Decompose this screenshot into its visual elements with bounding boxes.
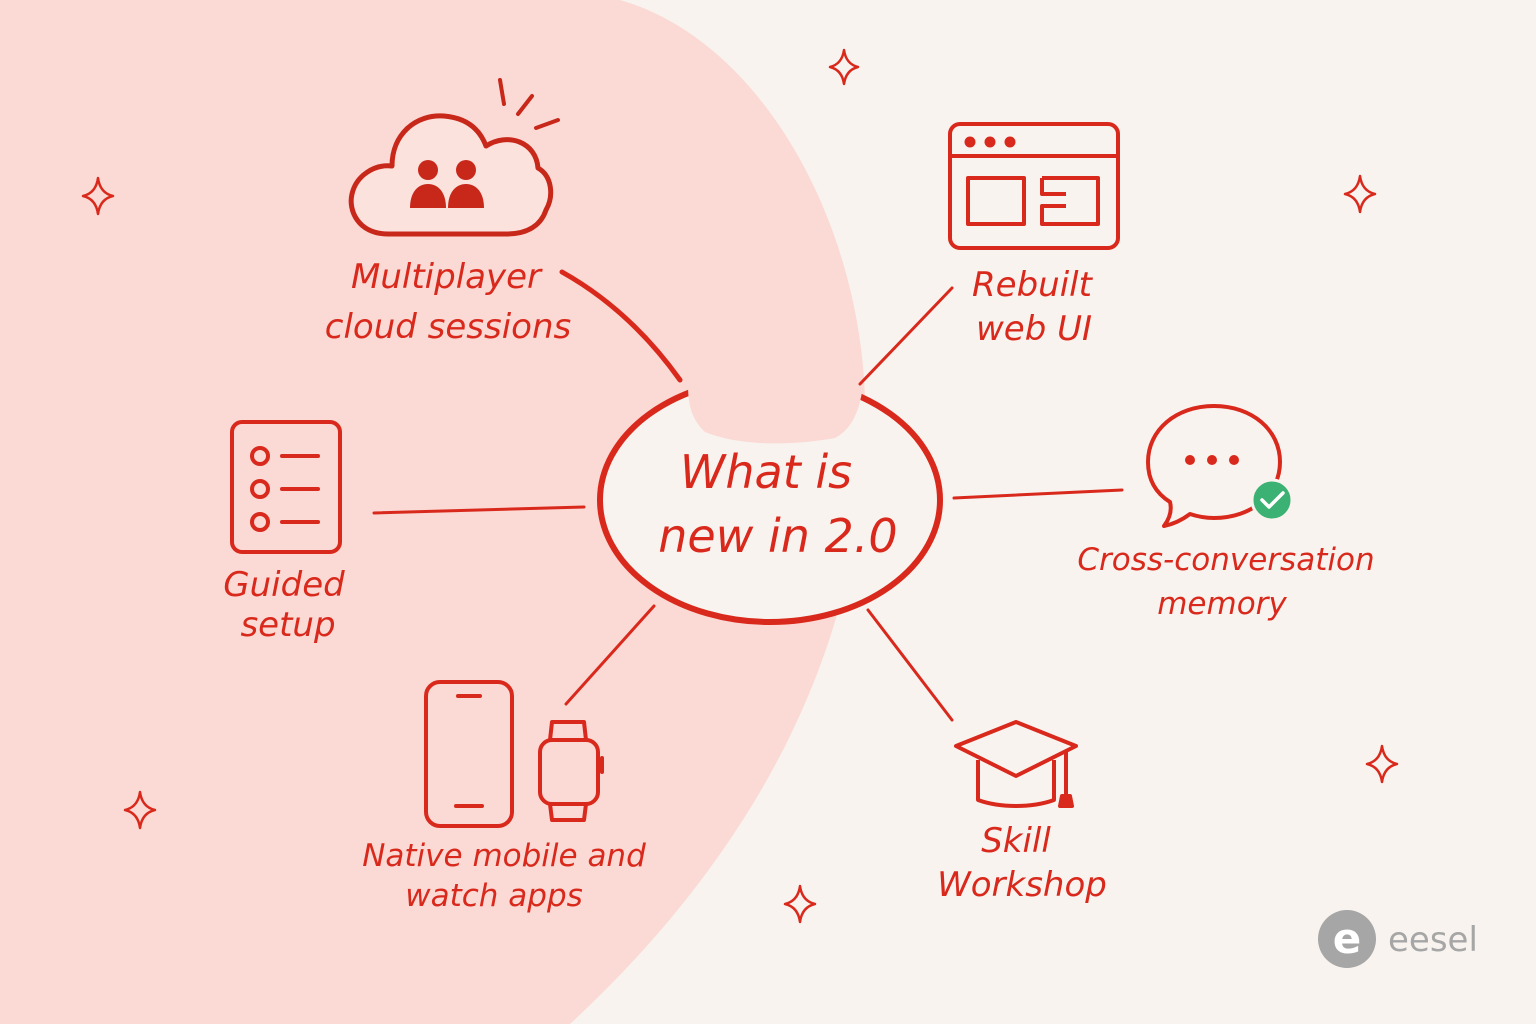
- phone-watch-icon: [424, 680, 604, 828]
- node-skill: Skill Workshop: [937, 720, 1107, 905]
- node-mobile: Native mobile and watch apps: [362, 680, 646, 914]
- sparkle-icon: [81, 176, 115, 216]
- label-skill-line2: Workshop: [937, 865, 1107, 905]
- node-multiplayer: Multiplayer cloud sessions: [325, 78, 571, 347]
- browser-window-icon: [948, 122, 1120, 250]
- label-mobile-line2: watch apps: [405, 878, 583, 914]
- sparkle-icon: [828, 48, 860, 86]
- sparkle-icon: [1343, 174, 1377, 214]
- connector-web-ui: [858, 286, 954, 386]
- label-web-ui-line2: web UI: [976, 309, 1092, 349]
- sparkle-decorations: [81, 48, 1399, 924]
- label-multiplayer-line2: cloud sessions: [325, 307, 571, 347]
- center-ellipse-shade: [688, 373, 862, 444]
- check-badge: [1250, 478, 1294, 522]
- sparkle-icon: [123, 790, 157, 830]
- brand-logo: e eesel: [1318, 910, 1478, 968]
- graduation-cap-icon: [954, 720, 1078, 808]
- connector-memory: [952, 488, 1124, 500]
- node-guided: Guided setup: [223, 420, 345, 645]
- connector-guided: [372, 505, 586, 515]
- connector-mobile: [564, 604, 656, 706]
- phone-icon: [424, 680, 514, 828]
- label-mobile-line1: Native mobile and: [362, 838, 646, 874]
- connectors: [372, 269, 1124, 722]
- checklist-icon: [230, 420, 342, 554]
- label-skill-line1: Skill: [981, 821, 1051, 861]
- brand-name: eesel: [1388, 920, 1478, 960]
- label-memory-line2: memory: [1157, 586, 1287, 622]
- connector-multiplayer: [559, 269, 683, 383]
- center-node: What is new in 2.0: [597, 373, 943, 625]
- cloud-users-icon: [348, 78, 560, 237]
- tassel: [1058, 794, 1074, 808]
- label-web-ui-line1: Rebuilt: [972, 265, 1094, 305]
- center-title-line2: new in 2.0: [658, 509, 897, 563]
- center-title-line1: What is: [680, 445, 852, 499]
- check-icon: [1260, 491, 1285, 509]
- sparkle-icon: [1365, 744, 1399, 784]
- label-memory-line1: Cross-conversation: [1077, 542, 1374, 578]
- sparkle-rays-icon: [498, 78, 560, 130]
- chat-bubble-outline: [1146, 404, 1282, 528]
- users-icon: [410, 160, 484, 208]
- label-guided-line2: setup: [240, 605, 335, 645]
- node-memory: Cross-conversation memory: [1077, 404, 1375, 622]
- chat-bubble-check-icon: [1146, 404, 1294, 528]
- brand-logo-letter: e: [1333, 914, 1362, 963]
- connector-skill: [866, 608, 954, 722]
- label-multiplayer-line1: Multiplayer: [351, 257, 543, 297]
- cloud-outline: [348, 113, 554, 237]
- sparkle-icon: [783, 884, 817, 924]
- node-web-ui: Rebuilt web UI: [948, 122, 1120, 349]
- brand-logo-mark: [1318, 910, 1376, 968]
- watch-icon: [538, 720, 604, 822]
- label-guided-line1: Guided: [223, 565, 345, 605]
